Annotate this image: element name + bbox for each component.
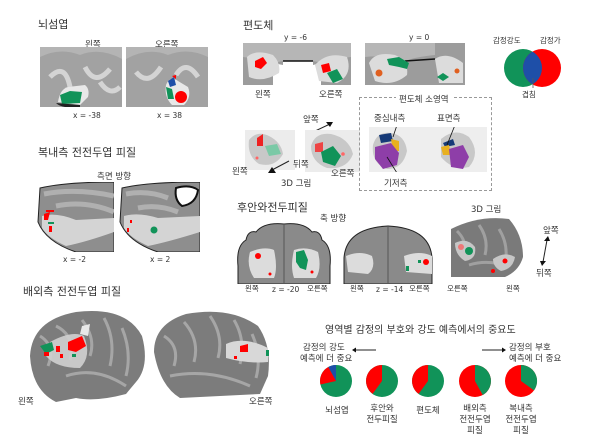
pie-label-dlpfc: 배외측 전전두엽 피질 xyxy=(459,404,491,436)
dlpfc-right-label: 오른쪽 xyxy=(249,397,273,407)
superficial-label: 표면측 xyxy=(437,114,461,124)
ofc-slice2-left-label: 왼쪽 xyxy=(350,284,364,293)
right-arrow-icon xyxy=(482,347,506,353)
amygdala-3d-right-label: 오른쪽 xyxy=(331,169,355,179)
dlpfc-left-label: 왼쪽 xyxy=(18,397,34,407)
intensity-note-line1: 감정의 강도 xyxy=(303,343,345,353)
amygdala-right-label: 오른쪽 xyxy=(319,90,343,100)
central-medial-label: 중심내측 xyxy=(374,114,406,124)
insula-right-coord: x = 38 xyxy=(157,111,183,120)
ofc-3d-back-label: 뒤쪽 xyxy=(536,269,552,279)
vmpfc-view-label: 측면 방향 xyxy=(97,172,131,182)
ofc-slice1-left-label: 왼쪽 xyxy=(245,284,259,293)
amygdala-3d-right xyxy=(305,130,360,172)
insula-left-slice xyxy=(40,47,122,107)
pie-label-ofc: 후안와 전두피질 xyxy=(366,404,398,425)
amygdala-3d-caption: 3D 그림 xyxy=(281,179,312,189)
amygdala-3d-left xyxy=(245,130,295,170)
valence-note-line1: 감정의 부호 xyxy=(509,343,551,353)
vmpfc-left-coord: x = -2 xyxy=(63,255,86,264)
pie-insula xyxy=(319,364,353,398)
ofc-3d-render xyxy=(449,215,525,277)
vmpfc-left-slice xyxy=(36,182,114,252)
pie-label-insula: 뇌섬엽 xyxy=(325,406,349,416)
insula-left-label: 왼쪽 xyxy=(85,40,101,50)
ofc-3d-right-label: 오른쪽 xyxy=(447,284,468,293)
importance-title: 영역별 감정의 부호와 강도 예측에서의 중요도 xyxy=(325,325,516,336)
amygdala-slice-y-0 xyxy=(365,43,435,85)
back-arrow-icon xyxy=(268,160,290,174)
ofc-slice-z-minus20 xyxy=(234,222,334,284)
basolateral-label: 기저측 xyxy=(384,179,408,189)
ofc-3d-left-label: 왼쪽 xyxy=(506,284,520,293)
ofc-3d-caption: 3D 그림 xyxy=(471,205,502,215)
amygdala-front-label: 앞쪽 xyxy=(303,115,319,125)
valence-note-line2: 예측에 더 중요 xyxy=(509,354,562,364)
legend-intensity-label: 감정강도 xyxy=(493,36,521,45)
intensity-note-line2: 예측에 더 중요 xyxy=(300,354,353,364)
amygdala-slice2-coord: y = 0 xyxy=(409,33,430,42)
dlpfc-right-hemisphere xyxy=(150,306,272,406)
left-arrow-icon xyxy=(352,347,376,353)
legend-overlap-label: 겹침 xyxy=(522,90,536,99)
amygdala-slice-y-0-right xyxy=(435,43,465,85)
amygdala-back-label: 뒤쪽 xyxy=(293,160,309,170)
pie-amygdala xyxy=(411,364,445,398)
pie-label-vmpfc: 복내측 전전두엽 피질 xyxy=(505,404,537,436)
overlap-region xyxy=(523,49,542,87)
amygdala-subregion-render xyxy=(369,127,487,172)
pie-label-amygdala: 편도체 xyxy=(416,406,440,416)
ofc-view-label: 축 방향 xyxy=(320,214,347,224)
vmpfc-title: 복내측 전전두엽 피질 xyxy=(38,146,137,159)
subregions-title: 편도체 소영역 xyxy=(396,93,452,105)
dlpfc-title: 배외측 전전두엽 피질 xyxy=(23,285,122,298)
ofc-slice2-right-label: 오른쪽 xyxy=(409,284,430,293)
ofc-slice-z-minus14 xyxy=(342,222,434,284)
pie-dlpfc xyxy=(458,364,492,398)
legend-venn-diagram xyxy=(503,48,563,88)
amygdala-slice1-coord: y = -6 xyxy=(284,33,307,42)
amygdala-title: 편도체 xyxy=(243,19,274,32)
dlpfc-left-hemisphere xyxy=(26,306,146,406)
insula-right-label: 오른쪽 xyxy=(155,40,179,50)
ofc-slice2-coord: z = -14 xyxy=(376,285,404,294)
front-back-arrow-icon xyxy=(539,236,551,266)
amygdala-slice-y-minus6 xyxy=(243,43,351,85)
vmpfc-right-coord: x = 2 xyxy=(150,255,171,264)
ofc-slice1-coord: z = -20 xyxy=(272,285,300,294)
amygdala-3d-left-label: 왼쪽 xyxy=(232,167,248,177)
insula-left-coord: x = -38 xyxy=(73,111,101,120)
ofc-title: 후안와전두피질 xyxy=(237,201,308,214)
amygdala-left-label: 왼쪽 xyxy=(255,90,271,100)
legend-valence-label: 감정가 xyxy=(540,36,561,45)
ofc-slice1-right-label: 오른쪽 xyxy=(307,284,328,293)
insula-title: 뇌섬엽 xyxy=(38,18,69,31)
insula-right-slice xyxy=(126,47,208,107)
pie-ofc xyxy=(365,364,399,398)
pie-vmpfc xyxy=(504,364,538,398)
ofc-3d-front-label: 앞쪽 xyxy=(543,226,559,236)
vmpfc-right-slice xyxy=(118,182,200,252)
